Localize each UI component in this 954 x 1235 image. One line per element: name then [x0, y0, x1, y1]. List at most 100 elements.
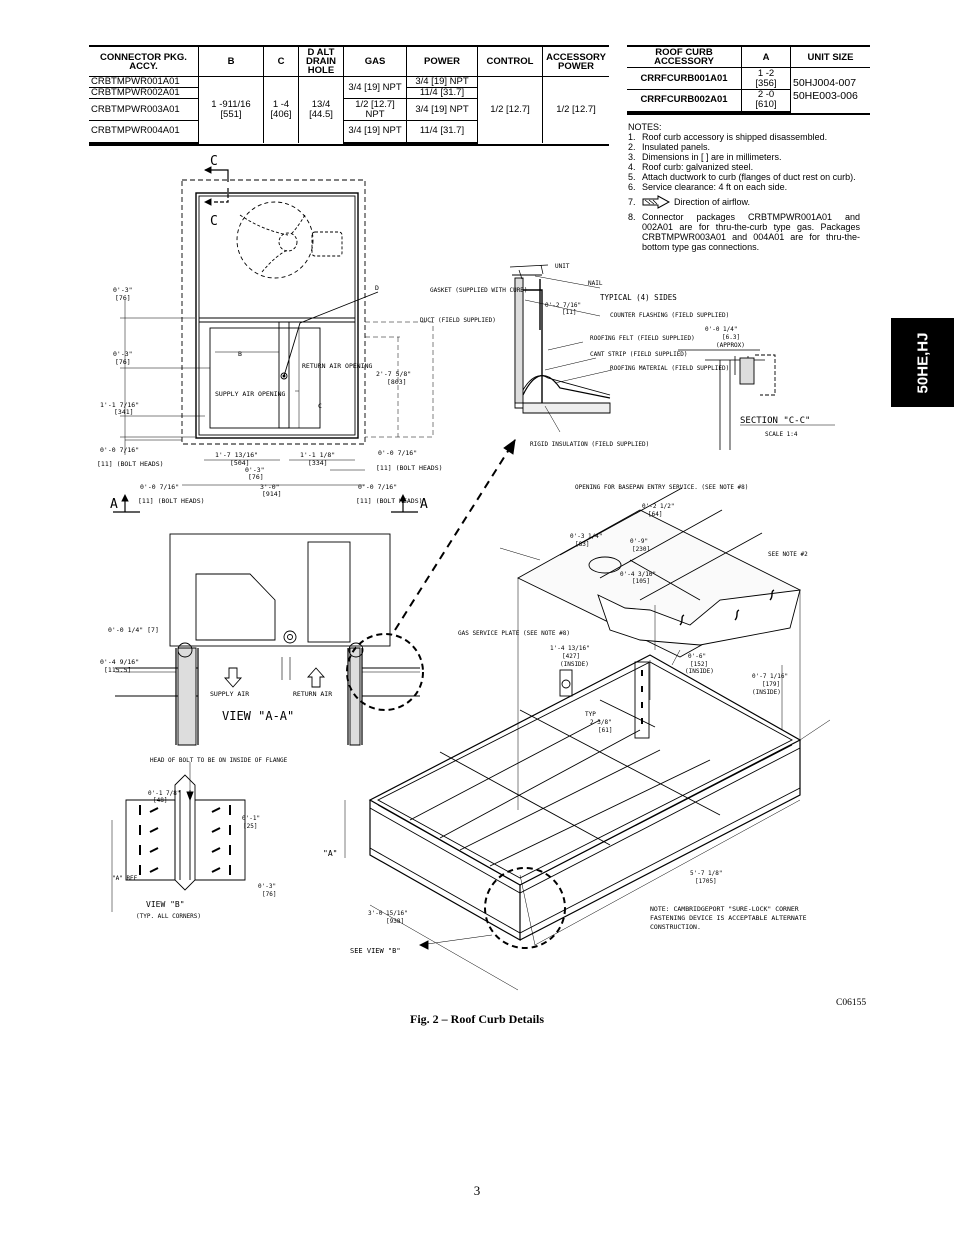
view-b-title: VIEW "B"	[146, 900, 185, 909]
col-unit-size: UNIT SIZE	[790, 45, 870, 68]
col-c: C	[263, 45, 299, 77]
dim-label: 0'-0 7/16"	[358, 483, 397, 491]
dim-label: [6.3]	[722, 334, 740, 341]
table-row: CRBTMPWR001A01 1 -911/16 [551] 1 -4 [406…	[89, 76, 609, 143]
section-c-label-top: C	[210, 154, 218, 169]
power-cell: 3/4 [19] NPT	[406, 76, 478, 88]
dim-label: [76]	[248, 473, 264, 481]
dim-label: 1'-7 13/16"	[215, 451, 258, 459]
return-air-label: RETURN AIR OPENING	[302, 362, 373, 370]
col-curb-accessory: ROOF CURB ACCESSORY	[627, 45, 742, 68]
dim-label: 1'-4 13/16"	[550, 645, 590, 652]
gas-cell: 1/2 [12.7] NPT	[343, 98, 407, 121]
note-item: 3.Dimensions in [ ] are in millimeters.	[628, 152, 782, 162]
dim-label: [179]	[762, 681, 780, 688]
dim-label: 0'-3"	[258, 883, 276, 890]
figure-caption: Fig. 2 – Roof Curb Details	[410, 1012, 544, 1026]
dim-label: 0'-1 7/8"	[148, 790, 181, 797]
dim-label: [11] (BOLT HEADS)	[376, 464, 443, 472]
head-of-bolt-label: HEAD OF BOLT TO BE ON INSIDE OF FLANGE	[150, 757, 288, 764]
gas-cell: 3/4 [19] NPT	[343, 120, 407, 144]
c-cell: 1 -4 [406]	[263, 76, 299, 143]
section-cc-title: SECTION "C-C"	[740, 416, 810, 426]
pkg-cell: CRBTMPWR001A01	[91, 76, 180, 87]
col-power: POWER	[406, 45, 478, 77]
dim-label: 1'-1 1/8"	[300, 451, 335, 459]
notes-block: NOTES: 1.Roof curb accessory is shipped …	[628, 122, 860, 252]
dim-label: [938]	[386, 918, 404, 925]
see-view-b-label: SEE VIEW "B"	[350, 947, 401, 955]
a-cell: 1 -2[356]	[741, 67, 791, 90]
col-accessory-power: ACCESSORY POWER	[542, 45, 609, 77]
supply-air-arrow-label: SUPPLY AIR	[210, 690, 249, 698]
dim-label: 0'-0 1/4" [7]	[108, 626, 159, 634]
b-cell: 1 -911/16 [551]	[198, 76, 264, 143]
dim-label: [61]	[598, 727, 612, 734]
dim-label: 2'-7 5/8"	[376, 370, 411, 378]
dim-label: 0'-0 7/16"	[100, 446, 139, 454]
dim-label: 0'-1"	[242, 815, 260, 822]
dim-label: 0'-0 7/16"	[378, 449, 417, 457]
dim-label: 0'-0 7/16"	[140, 483, 179, 491]
dim-label: 0'-4 3/16"	[620, 571, 656, 578]
dim-label: [48]	[153, 797, 167, 804]
roof-curb-drawing: C C A A D B C RETURN AIR OPENING SUPPLY …	[97, 154, 835, 991]
control-cell: 1/2 [12.7]	[477, 76, 543, 143]
power-cell: 11/4 [31.7]	[406, 87, 478, 99]
a-ref-label: "A" REF	[112, 875, 138, 882]
pkg-cell: CRBTMPWR004A01	[89, 120, 199, 144]
cambridge-note: NOTE: CAMBRIDGEPORT "SURE-LOCK" CORNER F…	[650, 905, 807, 931]
note-item: 8.Connector packages CRBTMPWR001A01 and …	[628, 212, 860, 252]
dim-label: [230]	[632, 546, 650, 553]
dim-label: [115.5]	[104, 666, 131, 674]
top-view	[113, 166, 434, 513]
see-note-2-label: SEE NOTE #2	[768, 551, 808, 558]
a-cell: 2 -0[610]	[741, 89, 791, 113]
return-air-arrow-label: RETURN AIR	[293, 690, 332, 698]
dim-label: [1705]	[695, 878, 717, 885]
rigid-insulation-label: RIGID INSULATION (FIELD SUPPLIED)	[530, 441, 649, 448]
dim-label: [11]	[562, 309, 576, 316]
dim-label: 0'-2 7/16"	[545, 302, 581, 309]
note-item: 7. Direction of airflow.	[628, 195, 751, 209]
dim-label: 3'-0 15/16"	[368, 910, 408, 917]
section-cc	[678, 349, 835, 450]
nail-label: NAIL	[588, 280, 603, 287]
dim-label: [83]	[575, 541, 589, 548]
dim-label: 0'-4 9/16"	[100, 658, 139, 666]
dim-label: [76]	[262, 891, 276, 898]
dim-label: [914]	[262, 490, 282, 498]
col-a: A	[741, 45, 791, 68]
note-item: 1.Roof curb accessory is shipped disasse…	[628, 132, 828, 142]
dim-label: 0'-9"	[630, 538, 648, 545]
dim-label: [341]	[114, 408, 134, 416]
isometric-curb	[344, 487, 831, 991]
dim-label: [76]	[115, 358, 131, 366]
table-row: CRBTMPWR002A01 11/4 [31.7]	[89, 87, 609, 99]
dim-label: 1'-1 7/16"	[100, 401, 139, 409]
inside-label: (INSIDE)	[685, 668, 714, 675]
curb-accessory-cell: CRRFCURB002A01	[627, 89, 742, 113]
typ-label: TYP	[585, 711, 596, 718]
dim-label: [25]	[243, 823, 257, 830]
col-b: B	[198, 45, 264, 77]
roofing-felt-label: ROOFING FELT (FIELD SUPPLIED)	[590, 335, 695, 342]
view-b	[111, 762, 246, 912]
dim-label: [64]	[648, 511, 662, 518]
dim-label: (APPROX)	[716, 342, 745, 349]
note-item: 5.Attach ductwork to curb (flanges of du…	[628, 172, 856, 182]
dim-label: 2 3/8"	[590, 719, 612, 726]
dim-label: 0'-0 1/4"	[705, 326, 738, 333]
connector-package-table: CONNECTOR PKG. ACCY. B C D ALT DRAIN HOL…	[89, 45, 609, 146]
opening-basepan-label: OPENING FOR BASEPAN ENTRY SERVICE. (SEE …	[575, 484, 748, 491]
c-dim-label: C	[318, 402, 322, 410]
dim-label: 0'-7 1/16"	[752, 673, 788, 680]
power-cell: 11/4 [31.7]	[406, 120, 478, 144]
dim-label: 3'-0"	[260, 483, 280, 491]
b-label: B	[238, 350, 242, 358]
table-row: CRBTMPWR004A01 3/4 [19] NPT 11/4 [31.7]	[89, 120, 609, 144]
dim-label: [76]	[115, 294, 131, 302]
view-a-label-right: A	[420, 497, 428, 512]
section-c-label-bottom: C	[210, 214, 218, 229]
dim-label: 0'-3 1/4"	[570, 533, 603, 540]
